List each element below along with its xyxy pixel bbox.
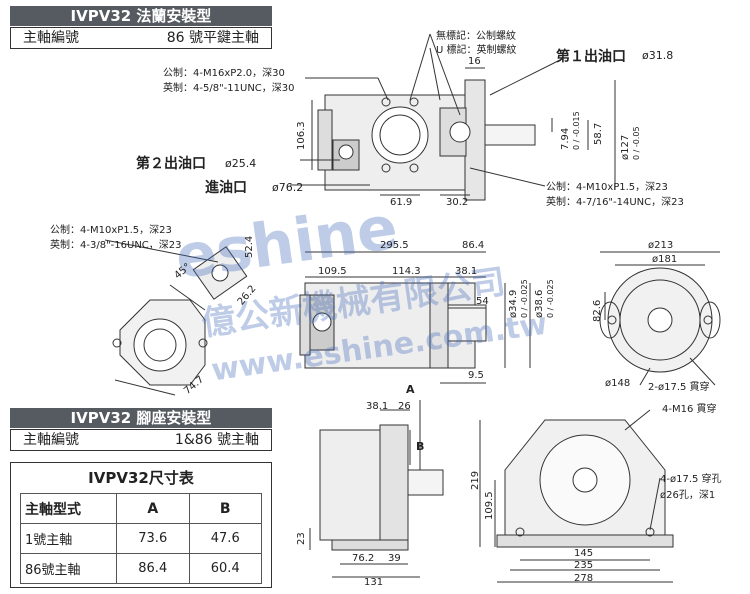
note-m10-imperial-right: 英制：4-7/16"-14UNC，深23 <box>546 197 684 208</box>
dim-213: ø213 <box>648 240 674 251</box>
dim-16: 16 <box>468 56 481 67</box>
left-flange-face <box>112 284 208 396</box>
dim-114-3: 114.3 <box>392 266 421 277</box>
dim-B: B <box>416 440 425 453</box>
table-grid: 主軸型式 A B 1號主軸 73.6 47.6 86號主軸 86.4 60.4 <box>20 493 262 584</box>
table-row: 86號主軸 86.4 60.4 <box>20 553 262 584</box>
dim-82-6: 82.6 <box>592 299 603 322</box>
flange-shaft-label: 主軸編號 <box>23 30 79 46</box>
dim-7-94: 7.94 <box>560 127 571 150</box>
table-cell: 86.4 <box>116 553 190 584</box>
note-hole-175-through: 4-ø17.5 穿孔 <box>660 474 722 485</box>
table-cell: 60.4 <box>188 553 262 584</box>
dim-38-1: 38.1 <box>455 266 478 277</box>
note-2-hole-175: 2-ø17.5 貫穿 <box>648 382 710 393</box>
note-m16-imperial: 英制：4-5/8"-11UNC，深30 <box>163 83 295 94</box>
dim-181: ø181 <box>652 254 678 265</box>
table-cell: 1號主軸 <box>20 523 117 554</box>
port-in-label: 進油口 <box>205 180 247 196</box>
foot-shaft-label: 主軸編號 <box>23 432 79 448</box>
table-row: 1號主軸 73.6 47.6 <box>20 523 262 554</box>
dimension-table: IVPV32尺寸表 主軸型式 A B 1號主軸 73.6 47.6 86號主軸 … <box>10 462 272 588</box>
dim-38-6-tol: 0 / -0.025 <box>546 279 555 318</box>
foot-dim-76-2: 76.2 <box>352 553 375 564</box>
table-header: A <box>116 493 190 524</box>
table-header: 主軸型式 <box>20 493 117 524</box>
note-m16-metric: 公制：4-M16xP2.0，深30 <box>163 68 285 79</box>
flange-shaft-value: 86 號平鍵主軸 <box>166 30 259 46</box>
foot-side-view <box>309 400 444 578</box>
dim-58-7: 58.7 <box>593 122 604 145</box>
top-flange-view <box>317 79 536 201</box>
foot-dim-131: 131 <box>364 577 384 588</box>
middle-side-view <box>299 251 531 384</box>
dim-52-4: 52.4 <box>244 235 255 258</box>
foot-dim-109-5: 109.5 <box>484 491 495 520</box>
dim-7-94-tol: 0 / -0.015 <box>572 111 581 150</box>
dim-127-tol: 0 / -0.05 <box>632 126 641 160</box>
dim-86-4: 86.4 <box>462 240 485 251</box>
right-end-view <box>599 251 721 386</box>
dim-148: ø148 <box>605 378 631 389</box>
note-m10-imperial-left: 英制：4-3/8"-16UNC，深23 <box>50 240 182 251</box>
foot-front-view <box>479 409 674 583</box>
foot-shaft-box: 主軸編號 1&86 號主軸 <box>10 429 272 451</box>
port-out2-value: ø25.4 <box>225 157 257 170</box>
flange-title: IVPV32 法蘭安裝型 <box>10 6 272 26</box>
foot-dim-278: 278 <box>574 573 594 584</box>
note-m10-metric-right: 公制：4-M10xP1.5，深23 <box>546 182 668 193</box>
port-detail-view <box>104 239 248 300</box>
foot-dim-23: 23 <box>296 532 307 545</box>
note-u-mark: U 標記：英制螺紋 <box>436 45 517 56</box>
note-no-mark: 無標記：公制螺紋 <box>436 31 516 42</box>
dim-34-9-tol: 0 / -0.025 <box>520 279 529 318</box>
foot-dim-219: 219 <box>470 470 481 490</box>
dim-54: 54 <box>476 296 489 307</box>
note-hole-26: ø26孔，深1 <box>660 490 716 501</box>
port-in-value: ø76.2 <box>272 181 304 194</box>
note-m10-metric-left: 公制：4-M10xP1.5，深23 <box>50 225 172 236</box>
table-header-row: 主軸型式 A B <box>20 493 262 524</box>
foot-shaft-value: 1&86 號主軸 <box>174 432 259 448</box>
table-cell: 47.6 <box>188 523 262 554</box>
table-title: IVPV32尺寸表 <box>88 469 194 487</box>
foot-dim-39: 39 <box>388 553 401 564</box>
flange-shaft-box: 主軸編號 86 號平鍵主軸 <box>10 27 272 49</box>
dim-A: A <box>406 383 415 396</box>
table-cell: 73.6 <box>116 523 190 554</box>
port-out1-label: 第１出油口 <box>556 49 626 65</box>
dim-34-9: ø34.9 <box>508 289 519 318</box>
dim-38-6: ø38.6 <box>534 289 545 318</box>
foot-title: IVPV32 腳座安裝型 <box>10 408 272 428</box>
dim-106-3: 106.3 <box>296 121 307 150</box>
table-header: B <box>188 493 262 524</box>
note-m16-through: 4-M16 貫穿 <box>662 404 717 415</box>
dim-127: ø127 <box>620 134 631 160</box>
dim-61-9: 61.9 <box>390 197 413 208</box>
dim-109-5: 109.5 <box>318 266 347 277</box>
foot-dim-38-1: 38.1 <box>366 401 389 412</box>
dim-295-5: 295.5 <box>380 240 409 251</box>
port-out1-value: ø31.8 <box>642 49 674 62</box>
port-out2-label: 第２出油口 <box>136 156 206 172</box>
foot-dim-145: 145 <box>574 548 594 559</box>
dim-30-2: 30.2 <box>446 197 469 208</box>
foot-dim-235: 235 <box>574 560 594 571</box>
foot-dim-26: 26 <box>398 401 411 412</box>
dim-9-5: 9.5 <box>468 370 484 381</box>
table-cell: 86號主軸 <box>20 553 117 584</box>
